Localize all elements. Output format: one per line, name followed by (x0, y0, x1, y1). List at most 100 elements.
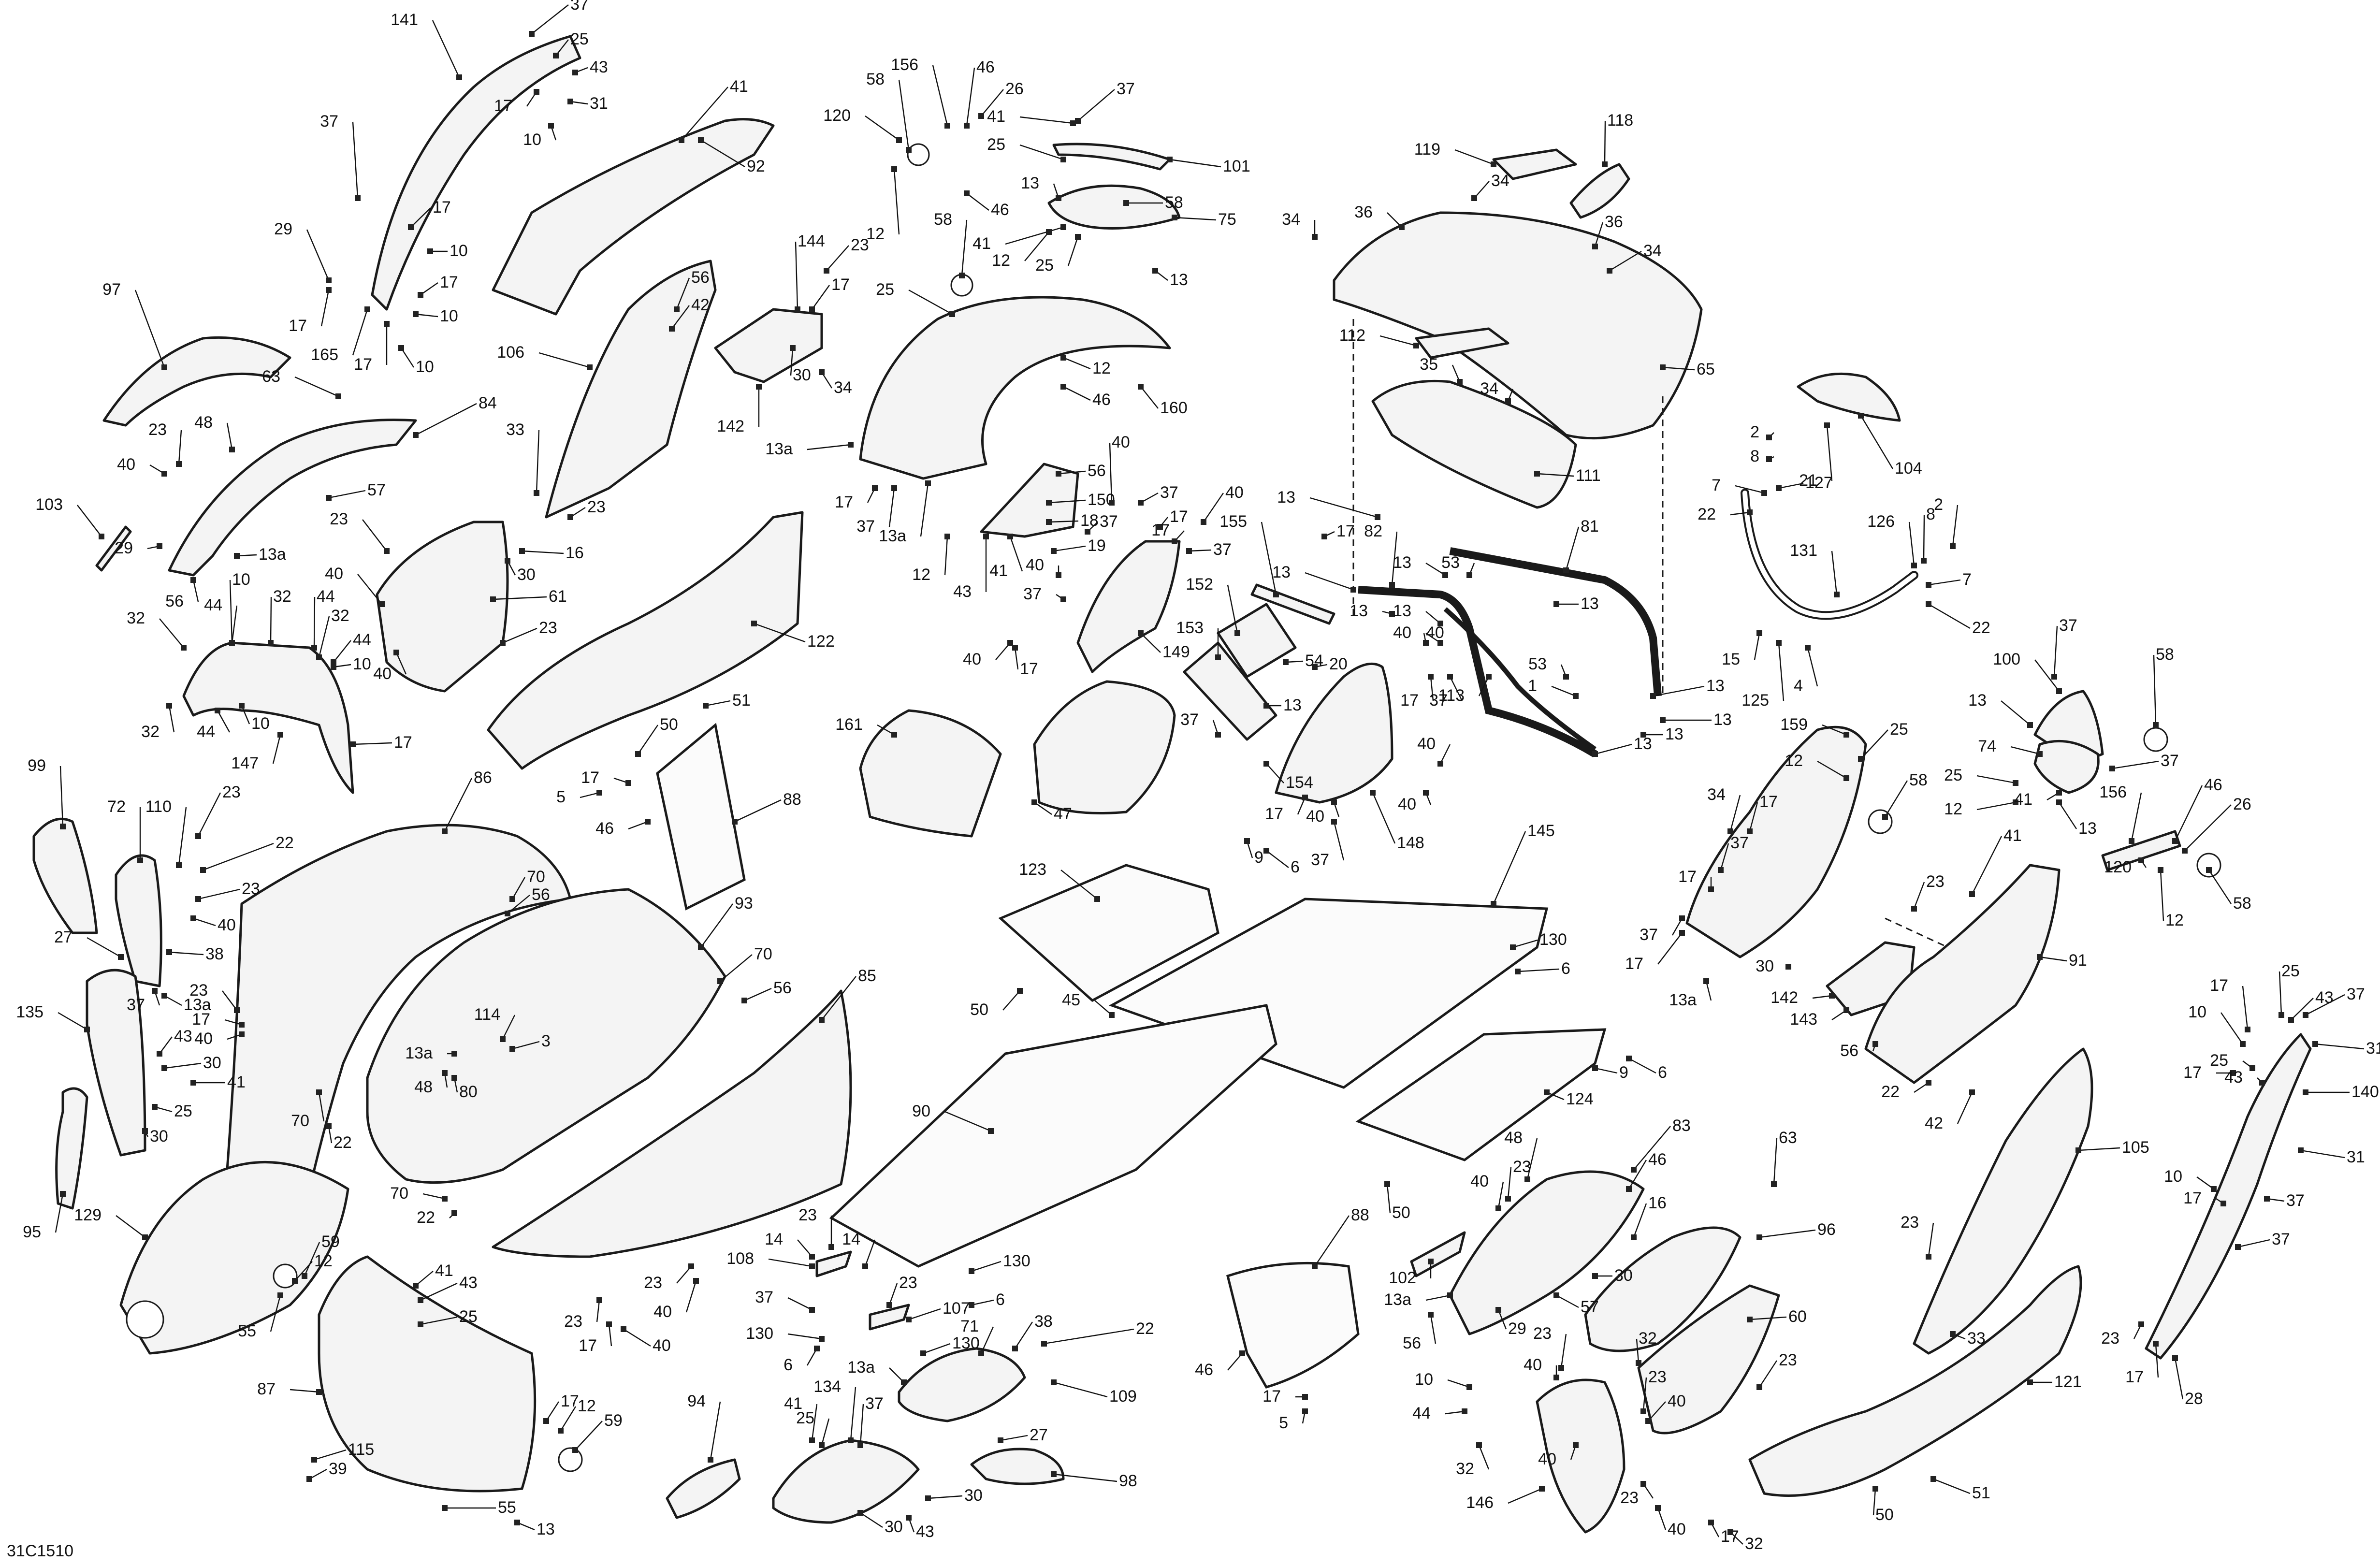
callout-c347: 43 (2288, 988, 2334, 1023)
leader-line (420, 1316, 458, 1325)
part-101 (1052, 143, 1171, 171)
fastener-mark (316, 654, 322, 660)
fastener-mark (195, 833, 201, 839)
fastener-mark (2056, 688, 2062, 694)
callout-c172: 58 (2153, 645, 2174, 728)
callout-label: 5 (1279, 1414, 1288, 1432)
leader-line (362, 519, 387, 551)
callout-label: 40 (373, 665, 392, 683)
callout-label: 46 (1092, 391, 1111, 409)
fastener-mark (872, 485, 878, 491)
callout-c235: 3 (509, 1032, 551, 1052)
callout-c355: 140 (2303, 1083, 2379, 1101)
callout-c189: 37 (1640, 915, 1685, 944)
fastener-mark (1679, 930, 1685, 936)
fastener-mark (1466, 572, 1472, 578)
leader-line (198, 888, 240, 900)
callout-label: 17 (440, 273, 458, 291)
leader-line (1636, 1338, 1640, 1363)
leader-line (2001, 700, 2031, 725)
leader-line (1560, 1334, 1567, 1368)
fastener-mark (529, 31, 535, 37)
fastener-mark (442, 1505, 448, 1511)
fastener-mark (1558, 1365, 1564, 1371)
fastener-mark (906, 147, 912, 153)
part-135 (86, 969, 146, 1157)
callout-c16: 17 (418, 273, 458, 298)
callout-label: 23 (222, 783, 241, 801)
callout-c273: 6 (784, 1346, 820, 1374)
fastener-mark (625, 780, 631, 786)
callout-label: 156 (2099, 783, 2127, 801)
callout-label: 22 (334, 1133, 352, 1152)
callout-c288: 41 (784, 1394, 818, 1443)
callout-c65: 156 (891, 56, 950, 129)
callout-c279: 71 (960, 1317, 994, 1356)
leader-line (676, 277, 690, 310)
callout-label: 90 (912, 1102, 930, 1120)
callout-label: 41 (2003, 826, 2022, 845)
callout-c50: 10 (331, 655, 371, 673)
leader-line (1391, 531, 1398, 585)
fastener-mark (1056, 195, 1061, 201)
fastener-mark (2138, 857, 2144, 863)
fastener-mark (1645, 1418, 1651, 1424)
callout-label: 40 (194, 1030, 213, 1048)
callout-label: 17 (354, 355, 372, 374)
fastener-mark (326, 277, 332, 283)
part-159 (1685, 725, 1867, 958)
leader-line (575, 1421, 603, 1450)
fastener-mark (790, 345, 796, 351)
fastener-mark (456, 74, 462, 80)
callout-label: 25 (987, 135, 1005, 154)
leader-line (898, 79, 910, 150)
fastener-mark (1776, 640, 1782, 646)
fastener-mark (2158, 867, 2163, 873)
fastener-mark (1911, 563, 1917, 568)
fastener-mark (1138, 384, 1144, 390)
callout-c203: 91 (2037, 951, 2087, 970)
callout-label: 17 (433, 198, 451, 217)
callout-c366: 40 (1423, 624, 1444, 646)
callout-label: 12 (912, 566, 930, 584)
fastener-mark (152, 988, 158, 994)
fastener-mark (2075, 1147, 2081, 1153)
leader-line (1831, 551, 1838, 595)
fastener-mark (142, 1128, 148, 1134)
callout-c145: 1 (1528, 677, 1579, 699)
callout-label: 23 (148, 420, 167, 439)
fastener-mark (828, 1244, 834, 1250)
leader-line (1928, 1222, 1934, 1257)
callout-c33: 42 (669, 296, 710, 332)
fastener-mark (161, 1065, 167, 1071)
callout-label: 65 (1697, 360, 1715, 378)
callout-c264: 23 (564, 1297, 602, 1331)
leader-line (1014, 647, 1019, 670)
leader-line (226, 422, 233, 450)
fastener-mark (118, 954, 124, 960)
leader-line (178, 430, 182, 464)
callout-c265: 17 (579, 1321, 612, 1355)
callout-c223: 41 (190, 1073, 246, 1091)
callout-label: 40 (1668, 1392, 1686, 1410)
fastener-mark (1921, 558, 1927, 564)
part-59-b (558, 1447, 583, 1472)
callout-c173: 13 (1968, 691, 2033, 728)
callout-label: 7 (1712, 476, 1721, 494)
part-95 (55, 1087, 88, 1210)
part-60 (1637, 1284, 1780, 1435)
fastener-mark (1123, 200, 1129, 206)
callout-c292: 30 (925, 1486, 983, 1505)
callout-label: 50 (1875, 1506, 1894, 1524)
fastener-mark (1747, 1317, 1753, 1322)
callout-c51: 32 (141, 703, 175, 741)
callout-label: 23 (242, 880, 260, 898)
leader-line (357, 574, 382, 605)
callout-c352: 17 (2183, 1063, 2236, 1082)
callout-c277: 130 (920, 1334, 980, 1356)
callout-c144: 53 (1528, 655, 1569, 680)
callout-label: 44 (197, 723, 215, 741)
callout-label: 22 (417, 1208, 435, 1227)
part-108 (815, 1250, 852, 1277)
callout-c9: 92 (698, 137, 765, 175)
